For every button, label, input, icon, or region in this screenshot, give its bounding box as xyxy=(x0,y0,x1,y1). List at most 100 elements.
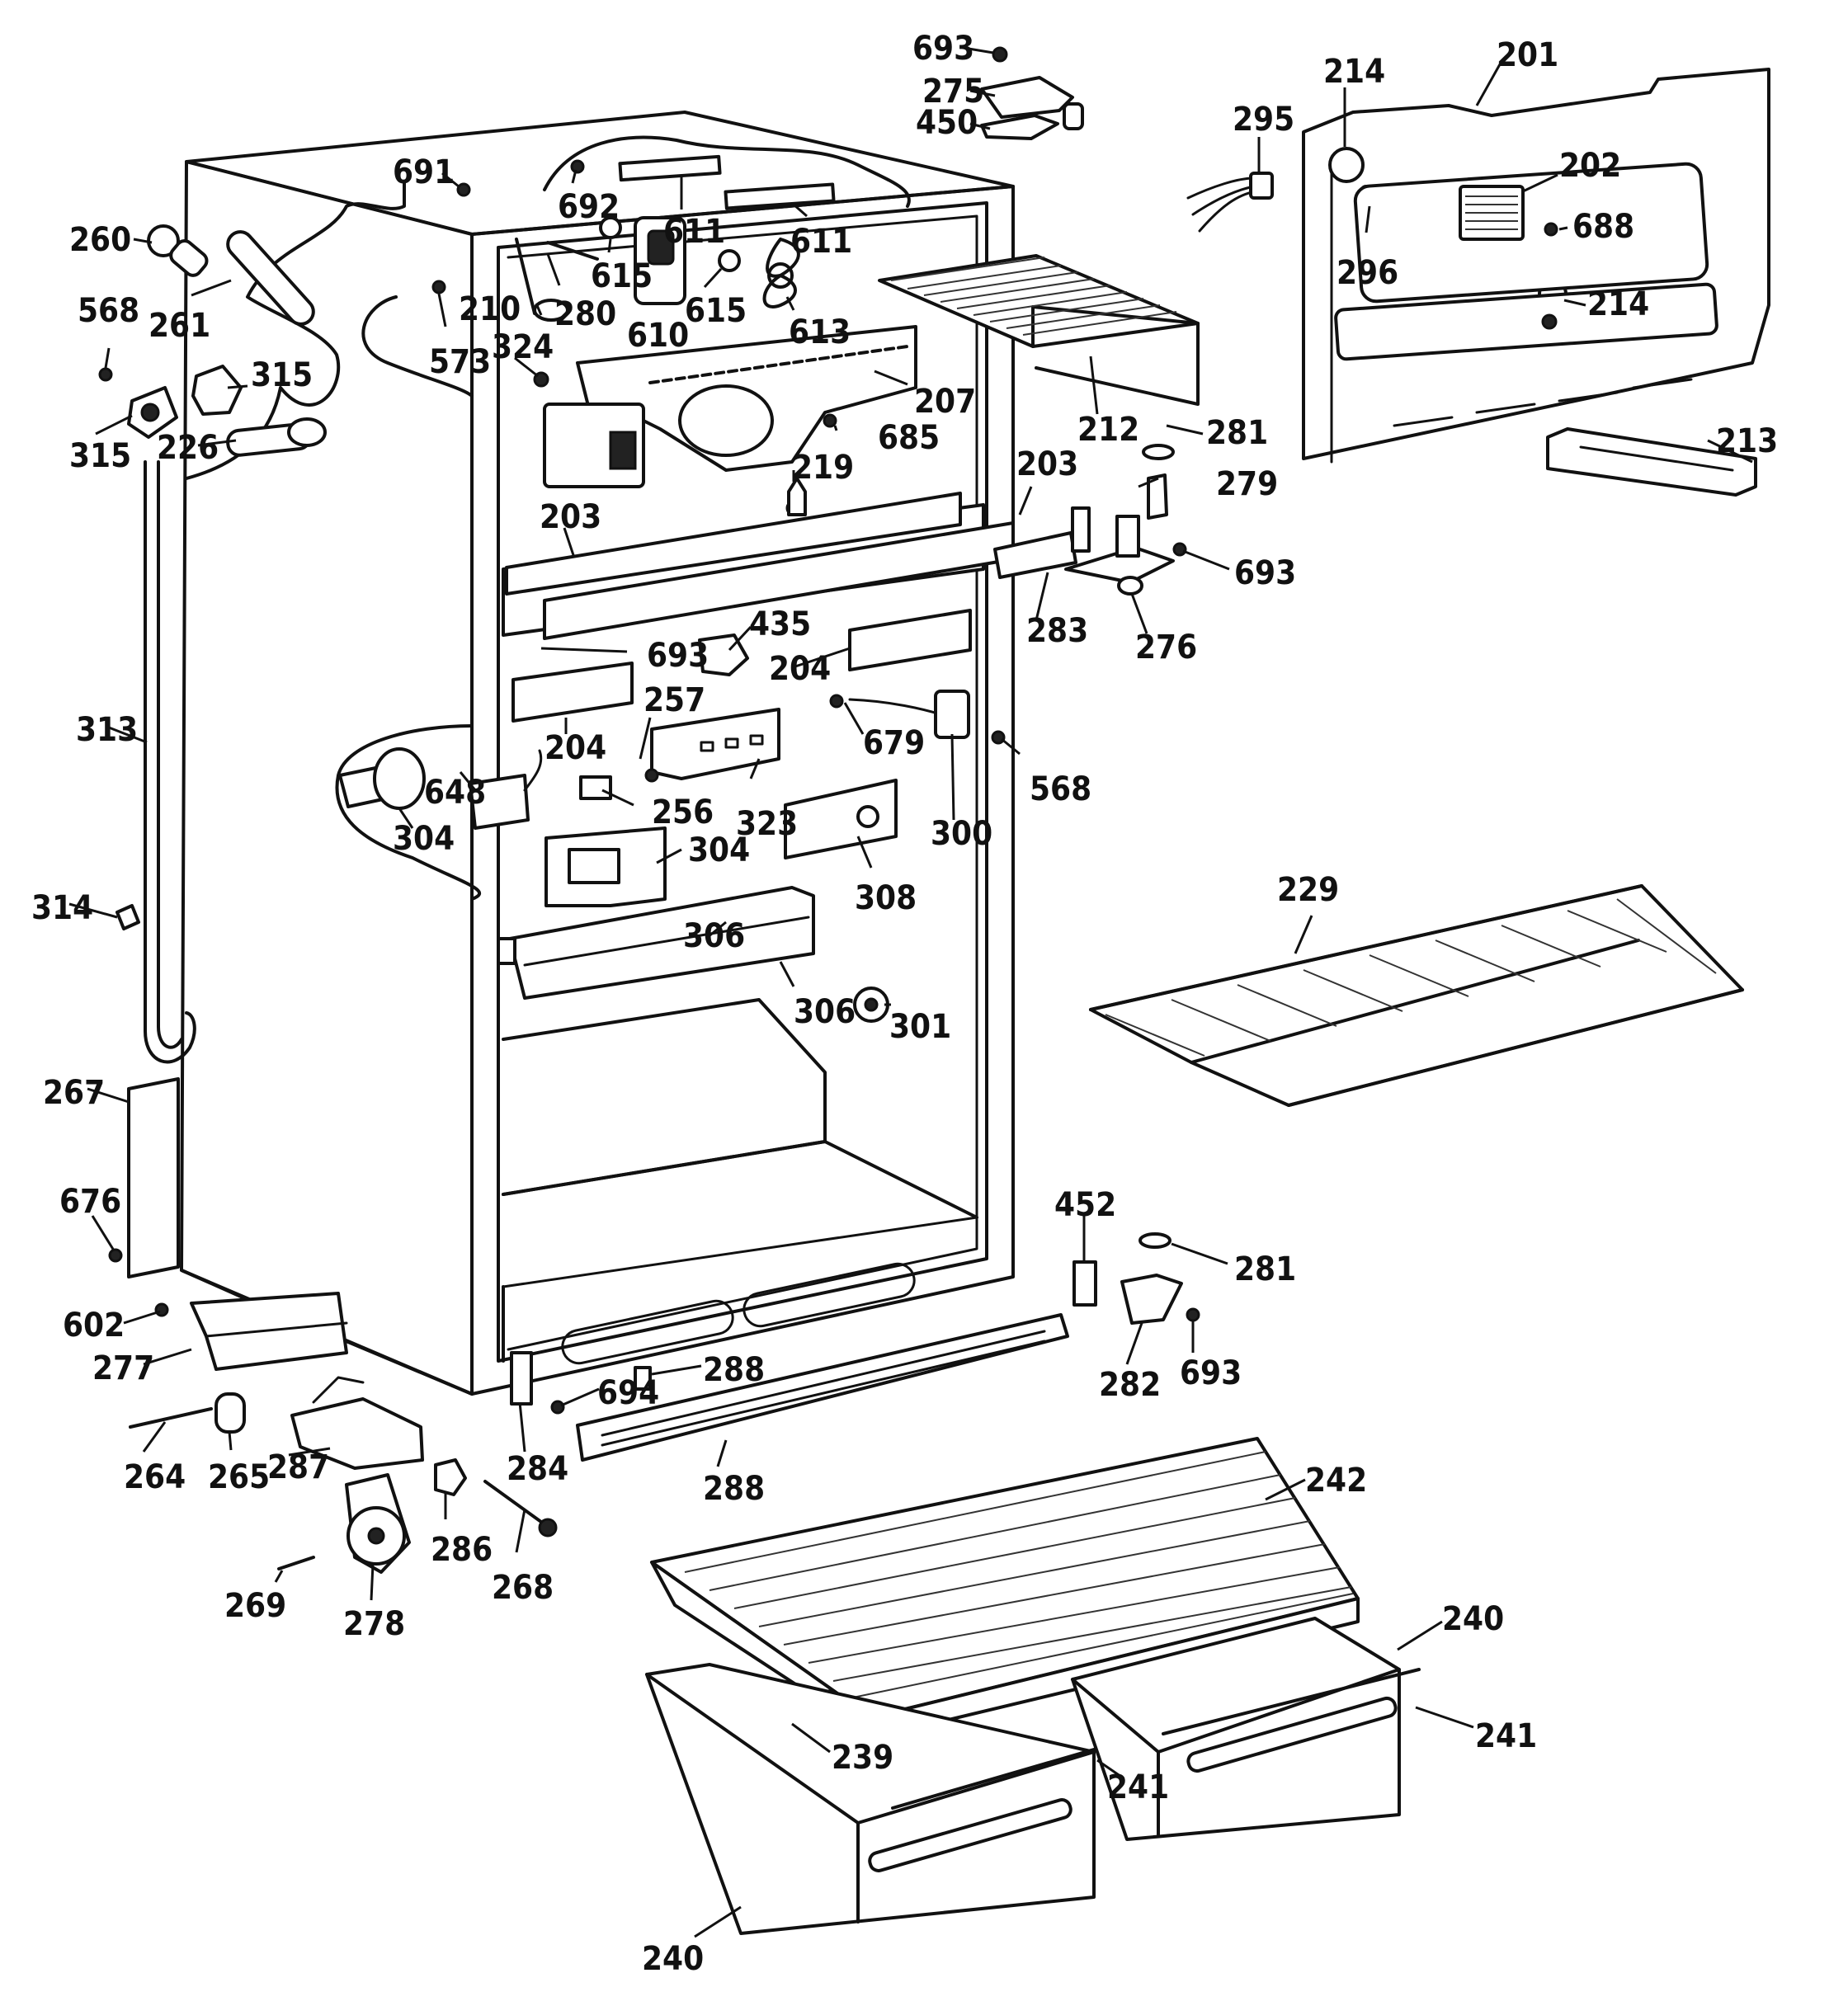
part-label-278: 278 xyxy=(343,1605,405,1643)
part-label-296: 296 xyxy=(1336,254,1398,292)
part-label-573: 573 xyxy=(429,343,491,381)
part-label-212: 212 xyxy=(1077,411,1139,449)
part-label-568-b: 568 xyxy=(1030,770,1091,808)
base-grille-288 xyxy=(510,1313,1069,1462)
defrost-drain-parts xyxy=(98,224,327,457)
part-label-281-b: 281 xyxy=(1234,1250,1296,1288)
part-label-694: 694 xyxy=(597,1374,659,1412)
part-label-268: 268 xyxy=(492,1569,554,1607)
part-213-tray xyxy=(1546,427,1757,497)
part-label-241-b: 241 xyxy=(1107,1768,1169,1806)
part-label-679: 679 xyxy=(863,724,925,762)
part-label-269: 269 xyxy=(224,1587,286,1625)
part-label-276: 276 xyxy=(1135,629,1197,666)
fresh-food-controls xyxy=(338,609,1006,1023)
part-label-602: 602 xyxy=(63,1307,125,1344)
lower-hinge-parts xyxy=(1072,1232,1200,1325)
part-label-284: 284 xyxy=(507,1450,568,1488)
part-label-275: 275 xyxy=(922,73,984,111)
part-label-676: 676 xyxy=(59,1183,121,1221)
part-label-203-b: 203 xyxy=(1016,445,1078,483)
part-label-204-b: 204 xyxy=(544,729,606,767)
part-label-611-a: 611 xyxy=(663,213,725,251)
shelf-229 xyxy=(1089,884,1744,1107)
part-label-207: 207 xyxy=(914,383,976,421)
part-label-203-a: 203 xyxy=(540,498,601,536)
part-label-693-b: 693 xyxy=(1234,554,1296,592)
part-label-691: 691 xyxy=(393,153,455,191)
part-label-304-b: 304 xyxy=(688,831,750,869)
part-label-280: 280 xyxy=(554,295,616,333)
part-277-bracket xyxy=(154,1292,348,1371)
part-label-287: 287 xyxy=(267,1448,329,1486)
part-label-613: 613 xyxy=(789,313,851,351)
part-label-610: 610 xyxy=(627,317,689,355)
part-label-693-c: 693 xyxy=(647,637,709,675)
part-label-306-a: 306 xyxy=(683,917,745,955)
part-label-568-a: 568 xyxy=(78,292,139,330)
drain-tube-313 xyxy=(144,460,196,1064)
part-label-615-a: 615 xyxy=(591,257,653,295)
part-label-239: 239 xyxy=(832,1739,893,1777)
top-hinge xyxy=(980,46,1084,140)
part-label-300: 300 xyxy=(931,815,992,853)
evaporator-cover-207 xyxy=(543,325,917,488)
part-label-277: 277 xyxy=(92,1349,154,1387)
part-label-688: 688 xyxy=(1572,208,1634,246)
part-label-304-a: 304 xyxy=(393,820,455,858)
part-label-693-top: 693 xyxy=(912,30,974,68)
part-label-692: 692 xyxy=(558,188,620,226)
crisper-pan-left xyxy=(645,1663,1115,1935)
part-label-214-a: 214 xyxy=(1323,53,1385,91)
leader-lines xyxy=(68,46,1753,1938)
part-label-264: 264 xyxy=(124,1458,186,1496)
part-label-452: 452 xyxy=(1054,1186,1116,1224)
part-label-267: 267 xyxy=(43,1074,105,1112)
part-label-323: 323 xyxy=(736,805,798,843)
part-label-229: 229 xyxy=(1277,871,1339,909)
part-label-281-a: 281 xyxy=(1206,414,1268,452)
part-label-213: 213 xyxy=(1716,422,1778,460)
part-label-288-b: 288 xyxy=(703,1470,765,1508)
freezer-fan-assembly xyxy=(431,154,836,388)
part-label-204-a: 204 xyxy=(769,650,831,688)
part-label-450: 450 xyxy=(916,104,978,142)
part-label-257: 257 xyxy=(644,681,705,719)
part-label-313: 313 xyxy=(76,711,138,749)
part-label-324: 324 xyxy=(492,328,554,366)
lower-hinge-283-276 xyxy=(993,444,1187,596)
part-label-214-b: 214 xyxy=(1587,285,1649,323)
part-label-201: 201 xyxy=(1497,36,1558,74)
part-label-315-a: 315 xyxy=(251,356,313,394)
part-label-301: 301 xyxy=(889,1008,951,1046)
mullion-rails-203 xyxy=(505,477,1015,640)
part-314-clip xyxy=(116,904,140,930)
part-label-210: 210 xyxy=(459,290,521,328)
part-label-648: 648 xyxy=(424,774,486,812)
part-label-265: 265 xyxy=(208,1458,270,1496)
part-label-288-a: 288 xyxy=(703,1351,765,1389)
part-label-282: 282 xyxy=(1099,1366,1161,1404)
part-label-219: 219 xyxy=(792,449,854,487)
part-label-315-b: 315 xyxy=(69,437,131,475)
part-267-panel xyxy=(108,1077,180,1278)
part-label-256: 256 xyxy=(652,793,714,831)
crisper-pan-right xyxy=(1071,1617,1421,1841)
freezer-shelf-212 xyxy=(878,254,1200,406)
part-label-286: 286 xyxy=(431,1531,493,1569)
part-label-241-a: 241 xyxy=(1475,1717,1537,1755)
part-label-283: 283 xyxy=(1026,612,1088,650)
part-label-314: 314 xyxy=(31,889,93,927)
part-label-295: 295 xyxy=(1233,101,1294,139)
part-label-226: 226 xyxy=(157,429,219,467)
part-label-242: 242 xyxy=(1305,1462,1367,1500)
control-panel-201 xyxy=(1302,68,1770,464)
part-label-240-b: 240 xyxy=(642,1940,704,1978)
part-label-260: 260 xyxy=(69,221,131,259)
part-label-240-a: 240 xyxy=(1442,1600,1504,1638)
part-label-611-b: 611 xyxy=(790,223,852,261)
part-label-279: 279 xyxy=(1216,465,1278,503)
part-label-306-b: 306 xyxy=(794,993,856,1031)
